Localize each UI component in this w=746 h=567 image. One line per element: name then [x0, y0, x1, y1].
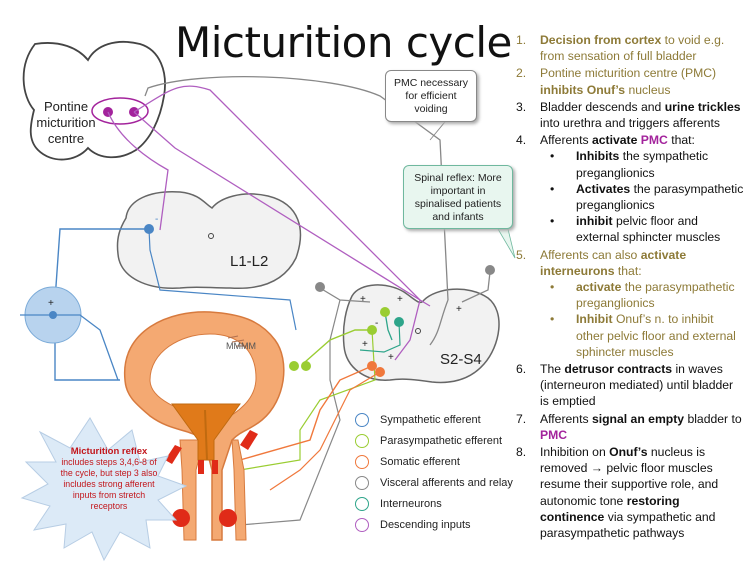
callout-spinal-line: and infants	[432, 211, 484, 223]
step-2: 2.Pontine micturition centre (PMC) inhib…	[516, 66, 717, 97]
step-4-sub: inhibit pelvic floor and external sphinc…	[540, 213, 744, 245]
reflex-line: includes strong afferent	[63, 479, 155, 489]
reflex-line: receptors	[90, 501, 128, 511]
callout-pmc-line: for efficient	[405, 90, 457, 102]
l1l2-label: L1-L2	[230, 253, 268, 270]
reflex-line: inputs from stretch	[72, 490, 146, 500]
step-1: 1.Decision from cortex to void e.g. from…	[516, 33, 725, 64]
micturition-reflex-note: Micturition reflex includes steps 3,4,6-…	[44, 446, 174, 512]
reflex-starburst	[20, 417, 188, 562]
step-3: 3.Bladder descends and urine trickles in…	[516, 99, 741, 131]
pmc-nucleus	[91, 97, 149, 125]
step-4-sub: Activates the parasympathetic preganglio…	[540, 181, 744, 213]
page-title: Micturition cycle	[175, 18, 512, 67]
svg-text:+: +	[397, 294, 403, 305]
callout-pmc-necessary: PMC necessary for efficient voiding	[385, 70, 477, 122]
l1l2-spinal-section	[116, 191, 302, 290]
callout-pmc-line: PMC necessary	[393, 77, 469, 89]
callout-pmc-line: voiding	[414, 103, 448, 115]
reflex-title: Micturition reflex	[70, 446, 148, 457]
step-5-sub: Inhibit Onuf’s n. to inhibit other pelvi…	[540, 311, 744, 360]
svg-text:-: -	[375, 318, 378, 329]
svg-text:+: +	[48, 298, 54, 309]
cycle-steps-list: 1.Decision from cortex to void e.g. from…	[512, 32, 744, 542]
svg-text:-: -	[155, 214, 158, 225]
svg-text:+: +	[388, 352, 394, 363]
callout-spinal-line: spinalised patients	[414, 198, 502, 210]
step-5: 5.Afferents can also activate interneuro…	[512, 247, 744, 360]
svg-text:+: +	[362, 339, 368, 350]
callout-spinal-line: Spinal reflex: More	[414, 172, 502, 184]
reflex-line: includes steps 3,4,6-8 of	[61, 457, 157, 467]
step-7: 7.Afferents signal an empty bladder to P…	[516, 411, 742, 442]
callout-spinal-line: important in	[430, 185, 486, 197]
pons-outline	[22, 40, 166, 161]
step-8: 8.Inhibition on Onuf’s nucleus is remove…	[516, 445, 719, 541]
svg-text:MMMM: MMMM	[226, 341, 256, 351]
svg-text:+: +	[360, 294, 366, 305]
callout-spinal-reflex: Spinal reflex: More important in spinali…	[403, 165, 513, 229]
s2s4-label: S2-S4	[440, 351, 482, 368]
reflex-line: the cycle, but step 3 also	[60, 468, 158, 478]
step-6: 6.The detrusor contracts in waves (inter…	[516, 362, 734, 409]
step-4: 4.Afferents activate PMC that: Inhibits …	[512, 132, 744, 245]
step-4-sub: Inhibits the sympathetic preganglionics	[540, 148, 744, 180]
step-5-sub: activate the parasympathetic preganglion…	[540, 279, 744, 311]
svg-text:+: +	[456, 304, 462, 315]
